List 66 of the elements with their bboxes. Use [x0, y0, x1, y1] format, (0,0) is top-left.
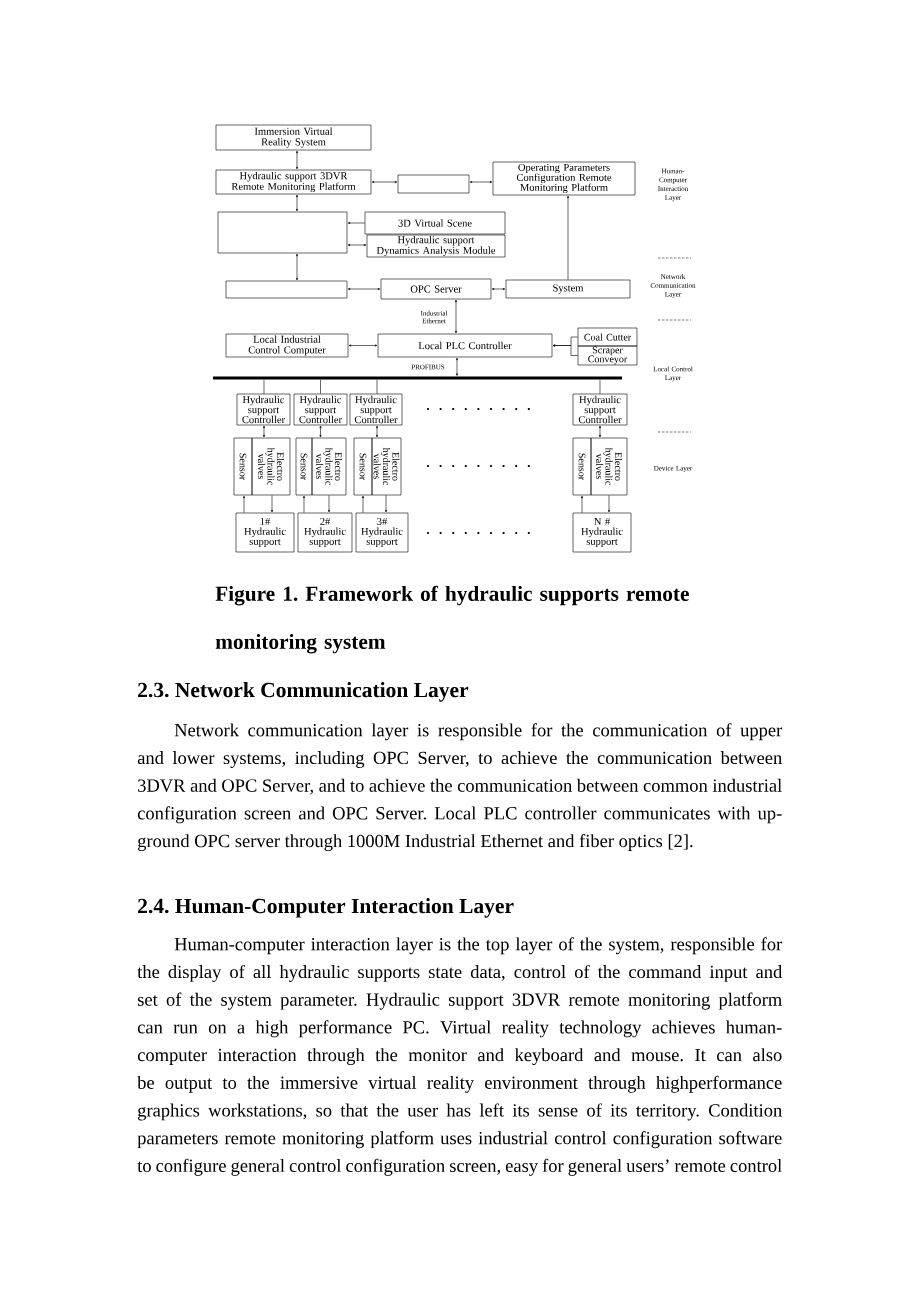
component-box: Sensor — [572, 437, 592, 496]
arrow — [295, 150, 299, 170]
arrow — [262, 425, 265, 438]
component-box: Electro hydraulic valves — [371, 437, 402, 496]
component-box: Hydraulic support Controller — [236, 393, 291, 426]
figure-caption: Figure 1. Framework of hydraulic supports remote monitoring system — [215, 585, 689, 654]
arrow — [361, 495, 364, 513]
section-heading: 2.4. Human-Computer Interaction Layer — [138, 898, 514, 918]
arrow — [580, 495, 583, 513]
arrow — [347, 288, 381, 291]
component-box: Sensor — [295, 437, 313, 496]
component-box: Local Industrial Control Computer — [225, 333, 349, 358]
arrow — [598, 425, 601, 438]
component-box: Sensor — [353, 437, 373, 496]
arrow — [295, 194, 299, 212]
arrow — [384, 495, 387, 513]
component-box: Coal Cutter — [577, 327, 638, 347]
arrow — [371, 181, 398, 184]
section-heading: 2.3. Network Communication Layer — [138, 682, 469, 702]
component-box: Sensor — [233, 437, 253, 496]
arrow — [607, 495, 611, 513]
arrow — [242, 495, 246, 513]
arrow — [319, 425, 322, 438]
arrow — [491, 288, 506, 291]
arrow — [271, 495, 274, 513]
component-box: 3D Virtual Scene — [364, 211, 506, 235]
component-box: N # Hydraulic support — [572, 512, 632, 553]
component-box: Hydraulic support Controller — [349, 393, 403, 426]
component-box: Hydraulic support Controller — [572, 393, 628, 426]
arrow — [302, 495, 305, 513]
component-box: Electro hydraulic valves — [311, 437, 347, 496]
blank-box — [217, 211, 348, 254]
connector-line — [599, 379, 601, 394]
component-box: Electro hydraulic valves — [590, 437, 628, 496]
component-box: 1# Hydraulic support — [235, 512, 295, 553]
component-box: 2# Hydraulic support — [297, 512, 353, 553]
component-box: Hydraulic support Controller — [293, 393, 348, 426]
blank-box — [225, 280, 348, 299]
arrow — [552, 344, 578, 356]
component-box: Hydraulic support Dynamics Analysis Module — [366, 234, 506, 258]
component-box: Immersion Virtual Reality System — [215, 124, 372, 151]
connector-line — [376, 379, 378, 394]
component-box: OPC Server — [380, 278, 492, 300]
component-box: 3# Hydraulic support — [355, 512, 409, 553]
body-paragraph: Network communication layer is responsible for the communication of upper and lower systems, including OPC Server, to achieve the communication between 3DVR and OPC Server, and to achieve the communication between common industrial configuration screen and OPC Server. Local PLC controller communicates with up-ground OPC server through 1000M Industrial Ethernet and fiber optics [2]. — [137, 723, 783, 852]
component-box: Hydraulic support 3DVR Remote Monitoring Platform — [215, 169, 372, 195]
component-box: System — [505, 279, 631, 299]
arrow — [567, 195, 570, 280]
connector-line — [263, 379, 265, 394]
bus-bar — [213, 376, 622, 380]
arrow — [347, 244, 367, 247]
component-box: Operating Parameters Configuration Remote Monitoring Platform — [492, 161, 636, 196]
arrow — [327, 495, 331, 513]
arrow — [347, 222, 365, 225]
blank-box — [397, 174, 470, 194]
component-box: Electro hydraulic valves — [251, 437, 291, 496]
component-box: Local PLC Controller — [377, 333, 553, 358]
arrow — [454, 299, 457, 334]
arrow — [295, 253, 299, 281]
arrow — [455, 357, 459, 376]
component-box: Scraper Conveyor — [577, 345, 638, 366]
body-paragraph: Human-computer interaction layer is the top layer of the system, responsible for the display of all hydraulic supports state data, control of the command input and set of the system parameter. Hydraulic support 3DVR remote monitoring platform can run on a high performance PC. Virtual reality technology achieves human-computer interaction through the monitor and keyboard and mouse. It can also be output to the immersive virtual reality environment through highperformance graphics workstations, so that the user has left its sense of its territory. Condition parameters remote monitoring platform uses industrial control configuration software to configure general control configuration screen, easy for general users’ remote control — [137, 937, 783, 1176]
arrow — [348, 344, 378, 347]
arrow — [469, 181, 493, 184]
arrow — [376, 425, 379, 438]
connector-line — [320, 379, 321, 394]
